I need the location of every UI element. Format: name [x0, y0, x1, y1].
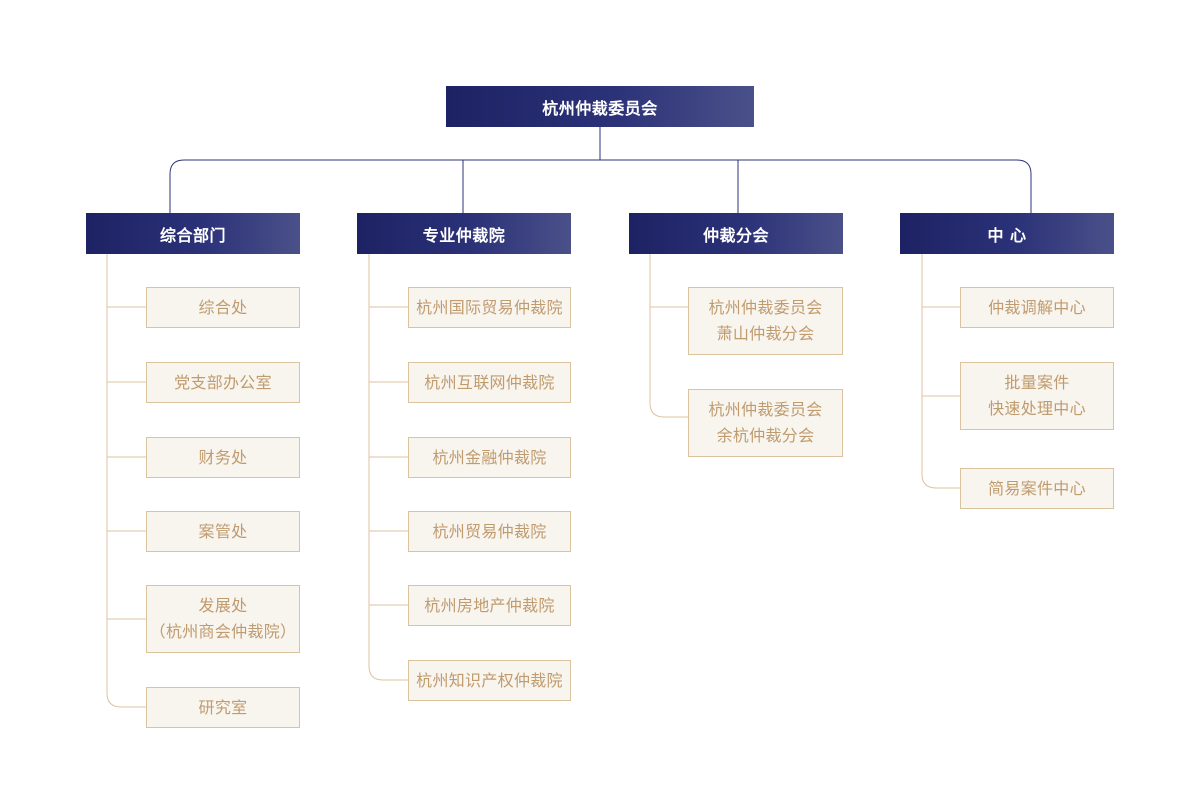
dept-1-tree [106, 254, 146, 708]
unit-case-management: 案管处 [146, 511, 300, 552]
dept-header-general: 综合部门 [86, 213, 300, 254]
dept-header-professional: 专业仲裁院 [357, 213, 571, 254]
unit-research: 研究室 [146, 687, 300, 728]
unit-batch-case-center: 批量案件 快速处理中心 [960, 362, 1114, 430]
unit-yuhang-branch: 杭州仲裁委员会 余杭仲裁分会 [688, 389, 843, 457]
top-branch-line [169, 159, 1032, 213]
dept-4-tree [921, 254, 960, 489]
unit-finance: 财务处 [146, 437, 300, 478]
dept-header-branches: 仲裁分会 [629, 213, 843, 254]
dept-header-centers: 中 心 [900, 213, 1114, 254]
unit-intellectual-property: 杭州知识产权仲裁院 [408, 660, 571, 701]
unit-international-trade: 杭州国际贸易仲裁院 [408, 287, 571, 328]
unit-finance-arbitration: 杭州金融仲裁院 [408, 437, 571, 478]
unit-xiaoshan-branch: 杭州仲裁委员会 萧山仲裁分会 [688, 287, 843, 355]
root-node: 杭州仲裁委员会 [446, 86, 754, 127]
unit-general-office: 综合处 [146, 287, 300, 328]
unit-mediation-center: 仲裁调解中心 [960, 287, 1114, 328]
dept-3-tree [649, 254, 688, 418]
unit-internet: 杭州互联网仲裁院 [408, 362, 571, 403]
unit-party-office: 党支部办公室 [146, 362, 300, 403]
dept-2-tree [368, 254, 408, 681]
unit-development: 发展处 （杭州商会仲裁院） [146, 585, 300, 653]
unit-real-estate: 杭州房地产仲裁院 [408, 585, 571, 626]
unit-trade: 杭州贸易仲裁院 [408, 511, 571, 552]
unit-simple-case-center: 简易案件中心 [960, 468, 1114, 509]
